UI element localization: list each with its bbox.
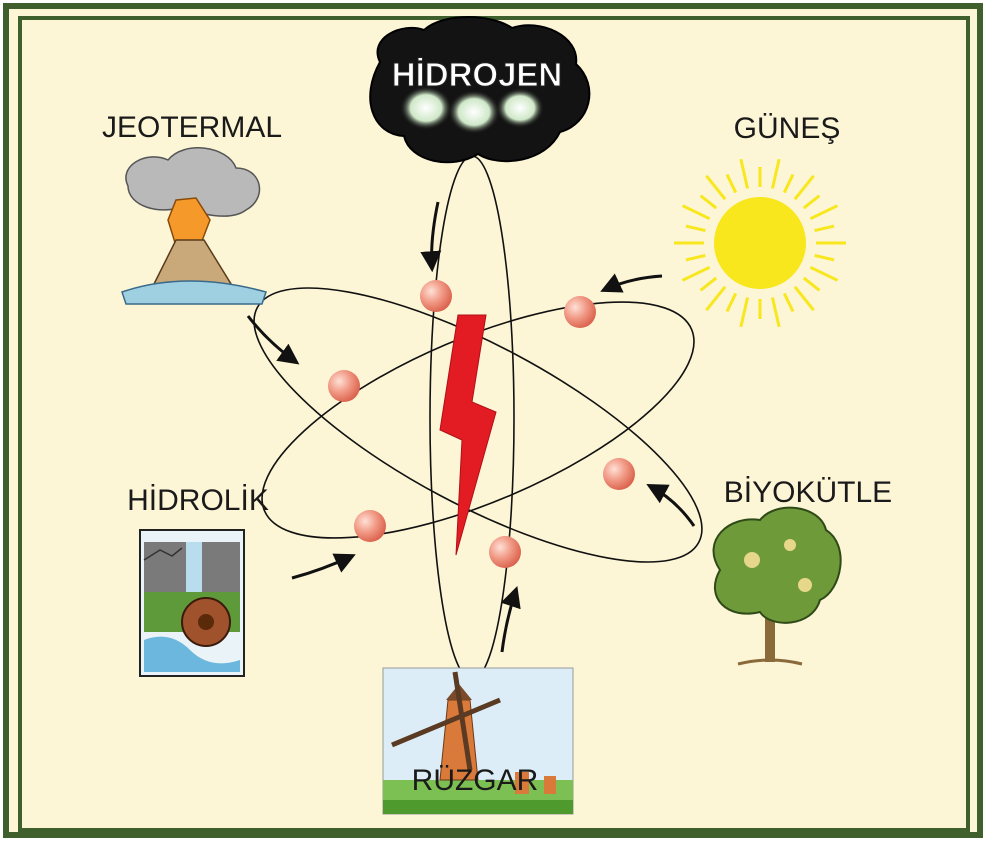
electron xyxy=(420,280,452,312)
label-hydraulic: HİDROLİK xyxy=(127,484,269,517)
label-hydrogen: HİDROJEN xyxy=(392,56,563,93)
electron xyxy=(328,370,360,402)
label-sun: GÜNEŞ xyxy=(734,112,841,145)
label-wind: RÜZGAR xyxy=(412,764,539,797)
electron xyxy=(603,458,635,490)
electron xyxy=(564,296,596,328)
electron xyxy=(354,510,386,542)
waterwheel-icon xyxy=(140,530,244,676)
electron xyxy=(489,536,521,568)
label-biomass: BİYOKÜTLE xyxy=(724,476,892,509)
label-geothermal: JEOTERMAL xyxy=(102,111,282,144)
